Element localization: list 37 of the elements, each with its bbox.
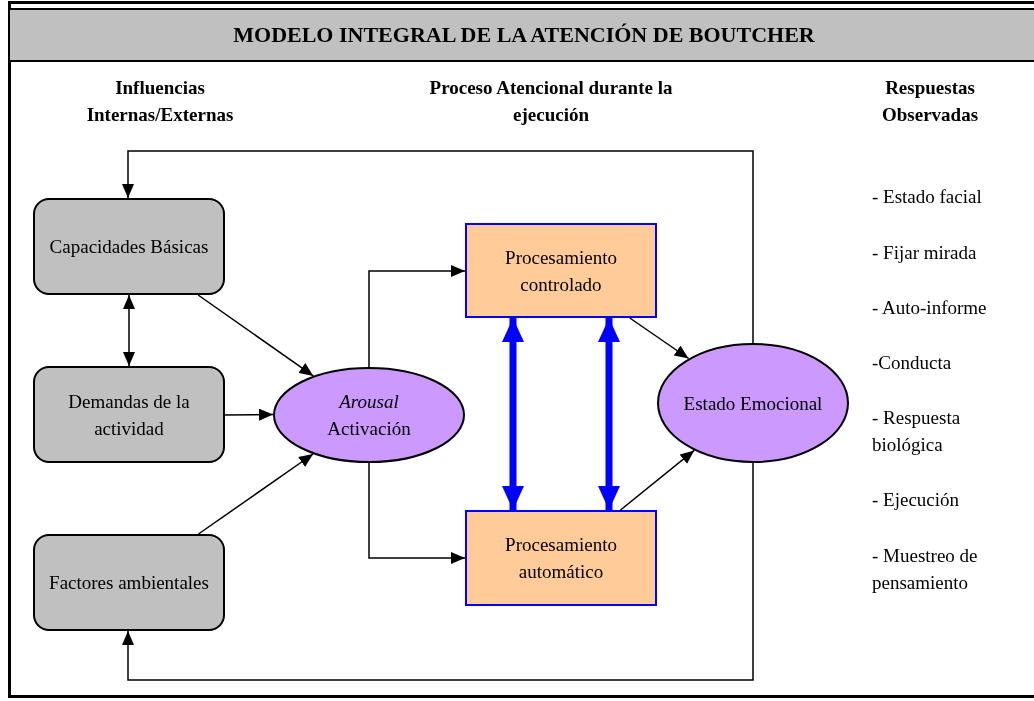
arrow (197, 294, 315, 377)
node-text: Arousal Activación (326, 390, 412, 441)
rounded-box (33, 366, 225, 463)
arrow (629, 317, 690, 360)
arrow (224, 408, 274, 421)
column-heading: Proceso Atencional durante la ejecución (428, 76, 674, 127)
double-arrow (598, 318, 620, 510)
node-text: Factores ambientales (49, 571, 209, 595)
process-box (465, 223, 657, 318)
response-item: - Fijar mirada (872, 241, 978, 265)
node-text: Estado Emocional (683, 391, 823, 416)
ellipse-node (657, 343, 849, 463)
arrow (122, 462, 754, 681)
column-heading: Respuestas Observadas (880, 76, 980, 127)
column-heading: Influencias Internas/Externas (85, 76, 235, 127)
arrow (122, 150, 754, 344)
diagram-title: MODELO INTEGRAL DE LA ATENCIÓN DE BOUTCHER (233, 22, 815, 48)
node-text: Capacidades Básicas (49, 235, 209, 259)
response-item: - Respuesta biológica (872, 406, 962, 457)
node-text: Procesamiento automático (504, 533, 618, 584)
rounded-box (33, 198, 225, 295)
rounded-box (33, 534, 225, 631)
node-text: Demandas de la actividad (67, 389, 191, 441)
response-item: - Auto-informe (872, 296, 988, 320)
ellipse-node (273, 367, 465, 463)
process-box (465, 510, 657, 606)
response-item: - Muestreo de pensamiento (872, 544, 979, 595)
arrow (619, 449, 695, 511)
response-item: -Conducta (872, 351, 953, 375)
arrow (368, 265, 466, 368)
node-text: Procesamiento controlado (504, 245, 618, 297)
response-item: - Ejecución (872, 488, 961, 512)
arrow (197, 453, 314, 535)
arrow (368, 462, 466, 564)
double-arrow (123, 294, 135, 367)
response-item: - Estado facial (872, 185, 983, 209)
double-arrow (502, 318, 524, 510)
